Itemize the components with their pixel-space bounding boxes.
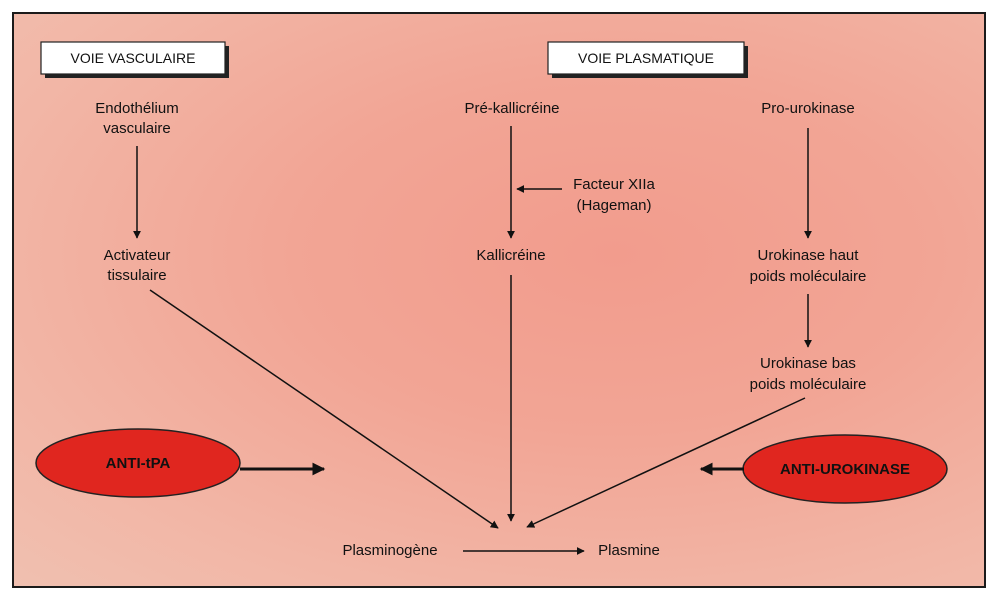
arrow-activator-to-plasminogen — [149, 289, 499, 529]
anti-urokinase-label: ANTI-UROKINASE — [780, 461, 910, 478]
node-prekallikrein: Pré-kallicréine — [464, 100, 559, 117]
inhibitor-anti-urokinase: ANTI-UROKINASE — [742, 434, 948, 504]
node-urokinase-low-line2: poids moléculaire — [750, 376, 867, 393]
node-plasmin: Plasmine — [598, 542, 660, 559]
node-factor-xiia-line1: Facteur XIIa — [573, 176, 655, 193]
node-prourokinase: Pro-urokinase — [761, 100, 854, 117]
node-factor-xiia-line2: (Hageman) — [576, 197, 651, 214]
inhibitor-anti-tpa: ANTI-tPA — [35, 428, 241, 498]
header-plasmatic: VOIE PLASMATIQUE — [547, 41, 748, 78]
node-urokinase-low-line1: Urokinase bas — [760, 355, 856, 372]
header-vascular: VOIE VASCULAIRE — [40, 41, 229, 78]
header-vascular-label: VOIE VASCULAIRE — [70, 50, 195, 66]
node-urokinase-high-line2: poids moléculaire — [750, 268, 867, 285]
anti-tpa-label: ANTI-tPA — [106, 455, 171, 472]
node-kallikrein: Kallicréine — [476, 247, 545, 264]
node-endothelium-line1: Endothélium — [95, 100, 178, 117]
node-urokinase-high-line1: Urokinase haut — [758, 247, 860, 264]
node-plasminogen: Plasminogène — [342, 542, 437, 559]
node-endothelium-line2: vasculaire — [103, 120, 171, 137]
arrow-urokinase-low-to-plasminogen — [526, 397, 806, 528]
node-tissue-activator-line1: Activateur — [104, 247, 171, 264]
header-plasmatic-label: VOIE PLASMATIQUE — [578, 50, 714, 66]
node-tissue-activator-line2: tissulaire — [107, 267, 166, 284]
